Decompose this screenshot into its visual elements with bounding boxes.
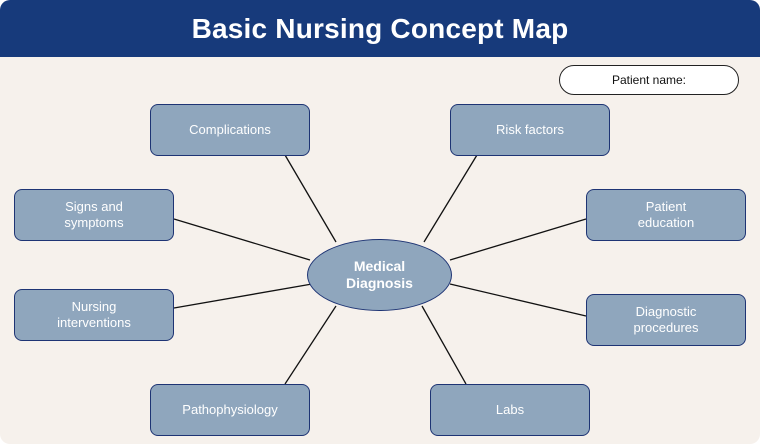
link-risk-factors [423, 154, 478, 243]
node-risk-factors-label: Risk factors [496, 122, 564, 137]
node-labs-label: Labs [495, 402, 525, 417]
node-complications[interactable]: Complications [150, 104, 310, 156]
node-complications-label: Complications [189, 122, 271, 137]
node-pathophysiology-label: Pathophysiology [182, 402, 278, 417]
link-complications [284, 154, 337, 243]
link-pathophysiology [284, 305, 337, 385]
node-signs-symptoms-label: Signs and symptoms [64, 199, 124, 230]
node-pathophysiology[interactable]: Pathophysiology [150, 384, 310, 436]
link-diagnostic-procedures [449, 283, 587, 317]
link-signs-symptoms [173, 218, 311, 261]
link-nursing-interventions [173, 283, 313, 309]
patient-name-field[interactable]: Patient name: [559, 65, 739, 95]
node-labs[interactable]: Labs [430, 384, 590, 436]
node-patient-education[interactable]: Patient education [586, 189, 746, 241]
node-signs-symptoms[interactable]: Signs and symptoms [14, 189, 174, 241]
node-medical-diagnosis-label: Medical Diagnosis [346, 258, 413, 291]
node-nursing-interventions-label: Nursing interventions [57, 299, 131, 330]
link-patient-education [449, 218, 587, 261]
node-nursing-interventions[interactable]: Nursing interventions [14, 289, 174, 341]
page-title: Basic Nursing Concept Map [191, 12, 569, 44]
header-bar: Basic Nursing Concept Map [0, 0, 760, 57]
node-patient-education-label: Patient education [637, 199, 695, 230]
node-diagnostic-procedures-label: Diagnostic procedures [633, 304, 699, 335]
patient-name-label: Patient name: [611, 73, 687, 87]
node-diagnostic-procedures[interactable]: Diagnostic procedures [586, 294, 746, 346]
node-risk-factors[interactable]: Risk factors [450, 104, 610, 156]
link-labs [421, 305, 467, 385]
node-medical-diagnosis[interactable]: Medical Diagnosis [307, 239, 452, 311]
